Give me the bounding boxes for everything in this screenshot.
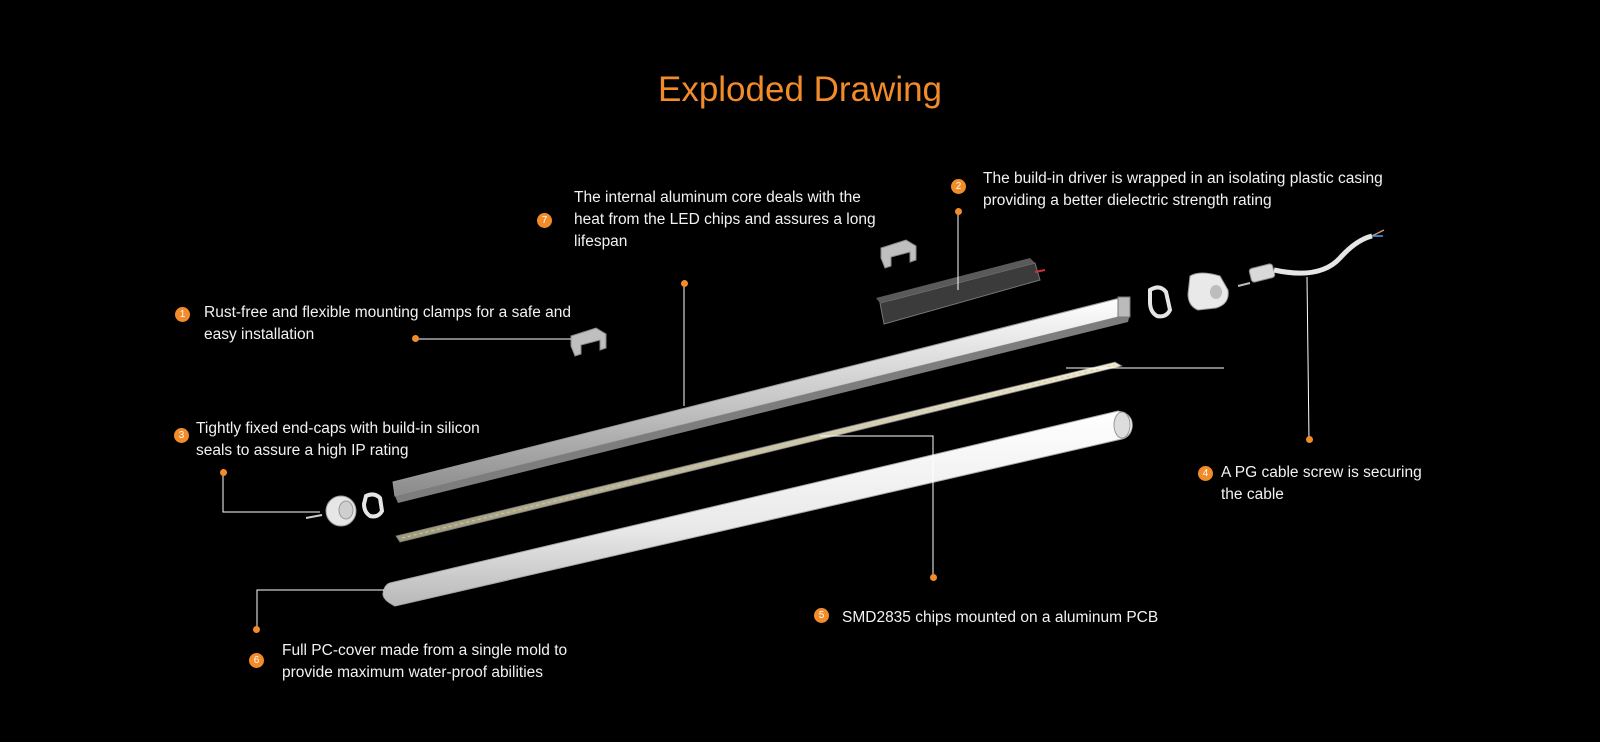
mounting-clamp-left [570, 327, 607, 357]
leader-line-6 [256, 589, 384, 630]
callout-text-1: Rust-free and flexible mounting clamps f… [204, 304, 572, 343]
callout-number-7: 7 [537, 213, 552, 228]
callout-number-3: 3 [174, 428, 189, 443]
callout-number-1: 1 [175, 307, 190, 322]
callout-number-6: 6 [249, 653, 264, 668]
leader-lines [222, 213, 1310, 630]
callout-text-5: SMD2835 chips mounted on a aluminum PCB [842, 609, 1159, 626]
leader-line-3 [222, 473, 320, 513]
page-title: Exploded Drawing [657, 70, 943, 109]
leader-dot-5 [930, 574, 937, 581]
leader-dot-3 [220, 469, 227, 476]
led-pcb-strip [395, 361, 1124, 543]
callout-text-6: Full PC-cover made from a single mold to… [282, 642, 568, 681]
left-end-cap [305, 492, 385, 527]
right-end-cap-assembly [1148, 229, 1385, 319]
leader-dot-1 [412, 335, 419, 342]
leader-dot-6 [253, 626, 260, 633]
leader-line-5 [820, 435, 934, 578]
callout-number-5: 5 [814, 608, 829, 623]
leader-line-4 [1306, 276, 1310, 441]
leader-dot-4 [1306, 436, 1313, 443]
driver-housing [876, 258, 1046, 325]
callout-text-3: Tightly fixed end-caps with build-in sil… [196, 420, 480, 459]
callout-text-4: A PG cable screw is securing the cable [1221, 464, 1422, 503]
callout-text-7: The internal aluminum core deals with th… [574, 189, 876, 250]
aluminum-core [392, 296, 1131, 503]
leader-dot-7 [681, 280, 688, 287]
leader-dot-2 [955, 208, 962, 215]
callout-number-4: 4 [1198, 466, 1213, 481]
callout-number-2: 2 [951, 179, 966, 194]
callout-text-2: The build-in driver is wrapped in an iso… [983, 170, 1383, 209]
mounting-clamp-right [880, 239, 917, 269]
